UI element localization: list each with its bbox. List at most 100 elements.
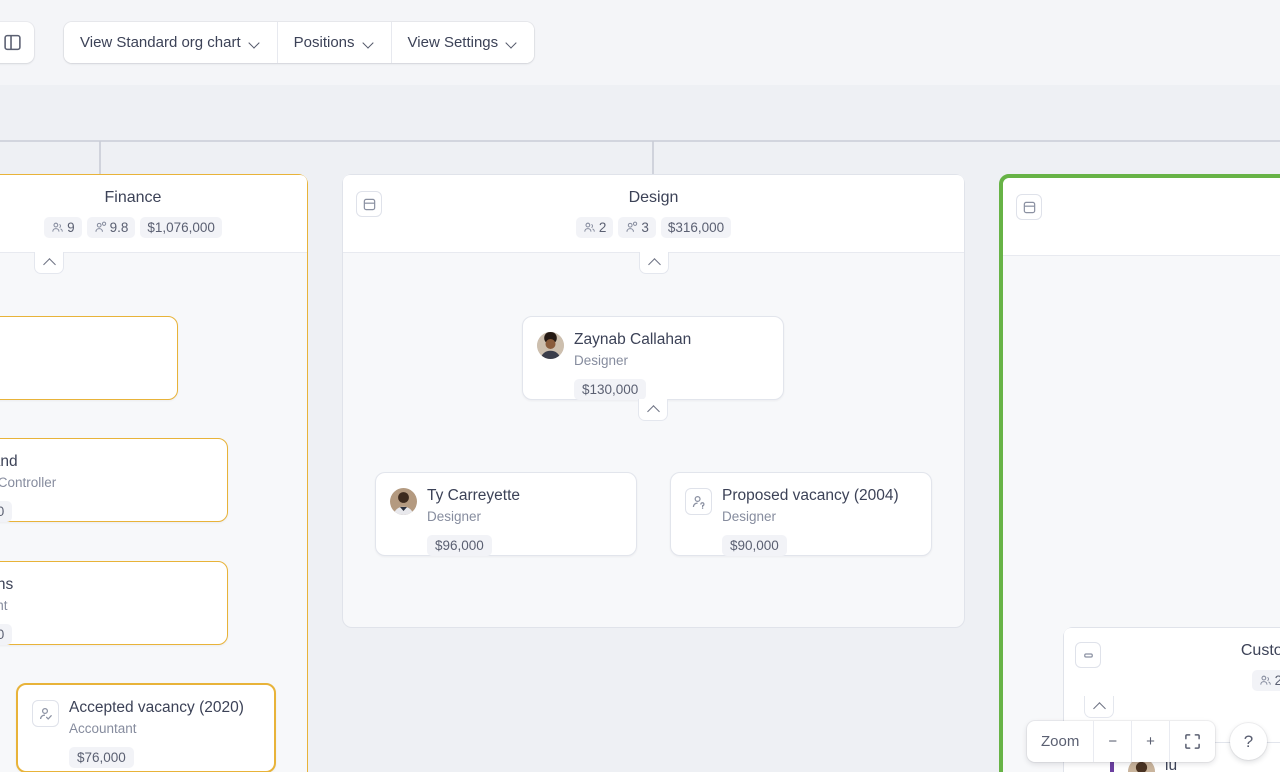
top-toolbar: View Standard org chart Positions View S… [0,0,1280,85]
card-lippitt[interactable]: Lippitt of Finance 000 [0,316,178,400]
help-button[interactable]: ? [1230,723,1267,760]
group-header-finance[interactable]: Finance 9 [0,175,307,253]
fit-screen-icon [1185,734,1200,749]
card-title: Designer [722,508,777,524]
stat-cost: $1,076,000 [140,217,222,238]
group-header-green[interactable] [1003,178,1280,256]
card-title: Accountant [69,720,137,736]
view-settings-button[interactable]: View Settings [391,22,535,63]
card-row: Ty Carreyette Designer [376,473,636,524]
card-pay: $130,000 [0,623,13,645]
minimize-icon [1083,652,1093,658]
collapse-toggle-design[interactable] [639,252,669,274]
people-icon [52,222,63,232]
card-text: Accepted vacancy (2020) Accountant [69,699,244,736]
toolbar-button-group: View Standard org chart Positions View S… [64,22,535,63]
card-ty-carreyette[interactable]: Ty Carreyette Designer $96,000 [375,472,637,556]
collapse-toggle-finance[interactable] [34,252,64,274]
card-row: Proposed vacancy (2004) Designer [671,473,931,524]
card-pay: $130,000 [574,378,647,400]
card-text: Zaynab Callahan Designer [574,331,691,368]
card-title: Accountant [0,597,8,613]
card-name: Proposed vacancy (2004) [722,487,899,504]
person-badge-icon [95,221,106,232]
card-text: Proposed vacancy (2004) Designer [722,487,899,524]
zoom-label: Zoom [1027,721,1095,762]
group-stats: 9 9.8 $1,076,000 [0,217,307,238]
sidebar-toggle-button[interactable] [0,22,34,63]
card-title: Financial Controller [0,474,57,490]
card-text: Ty Carreyette Designer [427,487,520,524]
panel-split-icon [363,198,375,210]
chevron-up-icon [42,258,56,271]
card-pay: $90,000 [722,534,787,556]
positions-label: Positions [293,34,355,51]
card-pay: $76,000 [69,746,134,768]
chevron-up-icon [646,405,660,418]
stat-positions: 9.8 [86,217,136,238]
vacancy-proposed-icon [685,488,712,515]
card-title: Designer [427,508,482,524]
zoom-control: Zoom − + [1027,721,1215,762]
card-row: Accepted vacancy (2020) Accountant [18,685,274,736]
stat-headcount: 9 [44,217,82,238]
group-collapse-panel-button-design[interactable] [356,191,382,217]
chevron-down-icon [364,39,375,46]
group-title: Finance [104,189,162,206]
stat-positions-value: 9.8 [109,220,129,235]
card-text: Brett Hans Accountant [0,576,13,613]
group-stats: 2 3 $340, [1064,670,1280,691]
stat-headcount: 2 [575,217,614,238]
stat-cost: $316,000 [660,217,732,238]
person-badge-icon [626,221,638,232]
chevron-up-icon [1092,702,1106,715]
card-name: Lina Anand [0,453,18,470]
stat-headcount-value: 2 [598,220,607,235]
group-collapse-panel-button-green[interactable] [1016,194,1042,220]
chevron-up-icon [647,258,661,271]
collapse-toggle-customer-success[interactable] [1084,696,1114,718]
people-icon [584,222,595,232]
stat-headcount-value: 2 [1274,673,1280,688]
positions-button[interactable]: Positions [277,22,392,63]
help-label: ? [1243,731,1254,751]
group-title: Design [628,189,679,206]
avatar [390,488,417,515]
card-proposed-vacancy-2004[interactable]: Proposed vacancy (2004) Designer $90,000 [670,472,932,556]
card-accepted-vacancy-2020[interactable]: Accepted vacancy (2020) Accountant $76,0… [16,683,276,772]
collapse-toggle-zaynab[interactable] [638,399,668,421]
view-selector-button[interactable]: View Standard org chart [64,22,278,63]
stat-headcount-value: 9 [67,220,75,235]
group-header-customer-success[interactable]: Customer Success 2 [1064,628,1280,706]
people-icon [1259,675,1271,685]
fit-screen-button[interactable] [1170,721,1215,762]
card-row: Lina Anand Financial Controller [0,439,227,490]
card-name: Accepted vacancy (2020) [69,699,244,716]
card-name: Zaynab Callahan [574,331,692,348]
avatar [537,332,564,359]
card-name: Ty Carreyette [427,487,521,504]
group-stats: 2 3 $316,000 [343,217,964,238]
card-lina-anand[interactable]: Lina Anand Financial Controller $150,000 [0,438,228,522]
panel-split-icon [1023,201,1035,213]
chevron-down-icon [507,39,518,46]
card-zaynab-callahan[interactable]: Zaynab Callahan Designer $130,000 [522,316,784,400]
zoom-out-button[interactable]: − [1094,721,1133,762]
stat-headcount: 2 [1251,670,1280,691]
view-settings-label: View Settings [407,34,499,51]
card-name: Brett Hans [0,576,14,593]
stat-positions-value: 3 [641,220,649,235]
zoom-in-button[interactable]: + [1132,721,1170,762]
stat-positions: 3 [618,217,656,238]
card-pay: $150,000 [0,500,13,522]
sidebar-panel-icon [3,34,21,51]
card-brett-hans[interactable]: Brett Hans Accountant $130,000 [0,561,228,645]
vacancy-accepted-icon [32,700,59,727]
group-title: Customer Success [1240,642,1280,659]
group-header-design[interactable]: Design 2 [343,175,964,253]
card-row: Zaynab Callahan Designer [523,317,783,368]
group-minimize-button-customer-success[interactable] [1075,642,1101,668]
card-title: Designer [574,352,629,368]
